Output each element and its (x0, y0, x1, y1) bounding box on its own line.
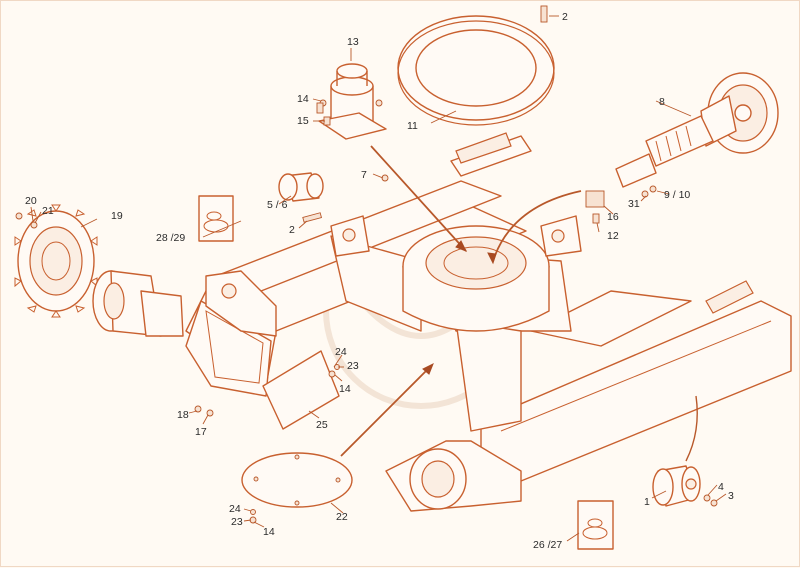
callout-9-10: 9 / 10 (664, 189, 690, 201)
carrier-roller (278, 172, 324, 202)
cover-plate-22 (241, 452, 353, 508)
callout-7: 7 (361, 169, 367, 181)
callout-15: 15 (297, 115, 309, 127)
callout-12: 12 (607, 230, 619, 242)
track-roller (652, 465, 701, 507)
callout-14-upper: 14 (339, 383, 351, 395)
callout-17: 17 (195, 426, 207, 438)
callout-22: 22 (336, 511, 348, 523)
travel-motor (92, 270, 184, 337)
callout-8: 8 (659, 96, 665, 108)
leader-lines (30, 15, 727, 542)
seal-kit-bag-26-27 (577, 500, 614, 550)
callout-3: 3 (728, 490, 734, 502)
callout-16: 16 (607, 211, 619, 223)
callout-13: 13 (347, 36, 359, 48)
idler-assembly (615, 72, 779, 188)
callout-14-swivel: 14 (297, 93, 309, 105)
callout-24-upper: 24 (335, 346, 347, 358)
callout-19: 19 (111, 210, 123, 222)
callout-21: 21 (42, 205, 54, 217)
callout-11: 11 (407, 120, 418, 132)
seal-kit-bag-28-29 (198, 195, 234, 242)
callout-2-top: 2 (562, 11, 568, 23)
slewing-ring (397, 15, 555, 126)
callout-23-upper: 23 (347, 360, 359, 372)
callout-5-6: 5 / 6 (267, 199, 288, 211)
assembly-arrows (340, 145, 698, 462)
callout-23-lower: 23 (231, 516, 243, 528)
callout-26-27: 26 /27 (533, 539, 562, 551)
track-frame (185, 132, 792, 512)
callout-25: 25 (316, 419, 328, 431)
callout-4: 4 (718, 481, 724, 493)
cover-plate-25 (262, 350, 340, 430)
callout-24-lower: 24 (229, 503, 241, 515)
callout-31: 31 (628, 198, 640, 210)
callout-2-left: 2 (289, 224, 295, 236)
callout-14-lower: 14 (263, 526, 275, 538)
drive-sprocket (14, 204, 98, 318)
callout-18: 18 (177, 409, 189, 421)
fasteners (15, 5, 718, 524)
callout-1: 1 (644, 496, 650, 508)
callout-labels: 2 11 13 14 15 7 8 9 / 10 31 16 12 5 / 6 … (25, 11, 734, 551)
swivel-joint (318, 63, 387, 140)
callout-28-29: 28 /29 (156, 232, 185, 244)
callout-20: 20 (25, 195, 37, 207)
